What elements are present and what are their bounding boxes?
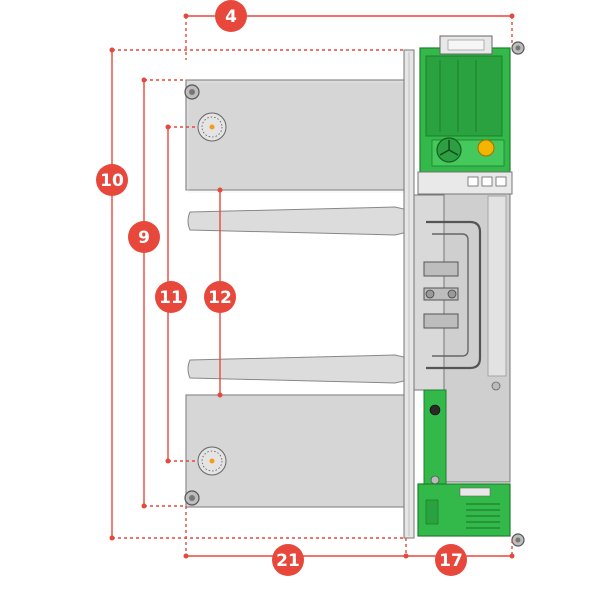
badge-tray-width: 21 (272, 544, 304, 576)
lower-fork (187, 354, 409, 384)
dial-icon (197, 112, 227, 142)
chassis-body (443, 191, 511, 483)
badge-outer-height: 10 (96, 164, 128, 196)
handle-linkage (423, 220, 482, 370)
bolt-icon (184, 84, 200, 100)
badge-fork-gap: 12 (204, 281, 236, 313)
badge-panel-span: 9 (128, 221, 160, 253)
dimension-endpoints (109, 13, 515, 559)
badge-outer-height-label: 10 (100, 171, 124, 191)
badge-tray-width-label: 21 (276, 551, 300, 571)
lower-green-module (417, 483, 511, 537)
bolt-icon (184, 490, 200, 506)
bolt-icon (511, 533, 525, 547)
badge-bolt-spacing: 11 (155, 281, 187, 313)
badge-top-width: 4 (215, 0, 247, 32)
badge-side-width-label: 17 (439, 551, 463, 571)
badge-bolt-spacing-label: 11 (159, 288, 183, 308)
upper-fork (187, 206, 409, 236)
device-drawing (184, 35, 525, 547)
connector-strip (417, 171, 513, 195)
mast-plate (403, 49, 415, 539)
lower-green-strip (423, 389, 447, 491)
dial-icon (197, 446, 227, 476)
badge-panel-span-label: 9 (138, 228, 150, 248)
fan-icon (436, 137, 462, 163)
badge-fork-gap-label: 12 (208, 288, 232, 308)
upper-green-module (419, 35, 511, 173)
bolt-icon (511, 41, 525, 55)
badge-side-width: 17 (435, 544, 467, 576)
lower-panel (185, 394, 409, 508)
badge-top-width-label: 4 (225, 7, 237, 27)
